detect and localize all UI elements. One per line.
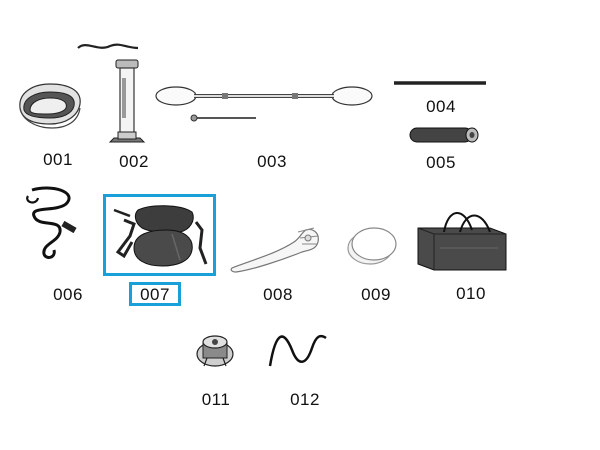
part-label-002: 002 (119, 152, 149, 171)
repair-patch-illustration (347, 227, 397, 265)
leash-cord-illustration (26, 186, 77, 259)
part-label-004: 004 (426, 97, 456, 116)
fin-illustration (230, 227, 319, 273)
part-label-011: 011 (201, 390, 231, 409)
seat-pad-illustration (19, 83, 81, 129)
part-label-007: 007 (140, 285, 170, 304)
part-label-001: 001 (43, 150, 73, 169)
coil-leash-illustration (268, 334, 327, 367)
part-label-006: 006 (53, 285, 83, 304)
part-label-012: 012 (290, 390, 320, 409)
kayak-paddle-illustration (155, 86, 373, 122)
kayak-seat-illustration (113, 205, 208, 267)
carry-bag-illustration (417, 212, 507, 271)
part-label-010: 010 (456, 284, 486, 303)
part-label-005: 005 (426, 153, 456, 172)
part-label-009: 009 (361, 285, 391, 304)
part-label-008: 008 (263, 285, 293, 304)
part-label-003: 003 (257, 152, 287, 171)
hand-pump-illustration (77, 43, 146, 143)
fin-rod-illustration (394, 81, 486, 85)
air-valve-illustration (196, 335, 234, 367)
highlight-box-seat (103, 194, 216, 276)
highlight-box-label (129, 282, 181, 306)
repair-patch-roll-illustration (409, 127, 479, 143)
